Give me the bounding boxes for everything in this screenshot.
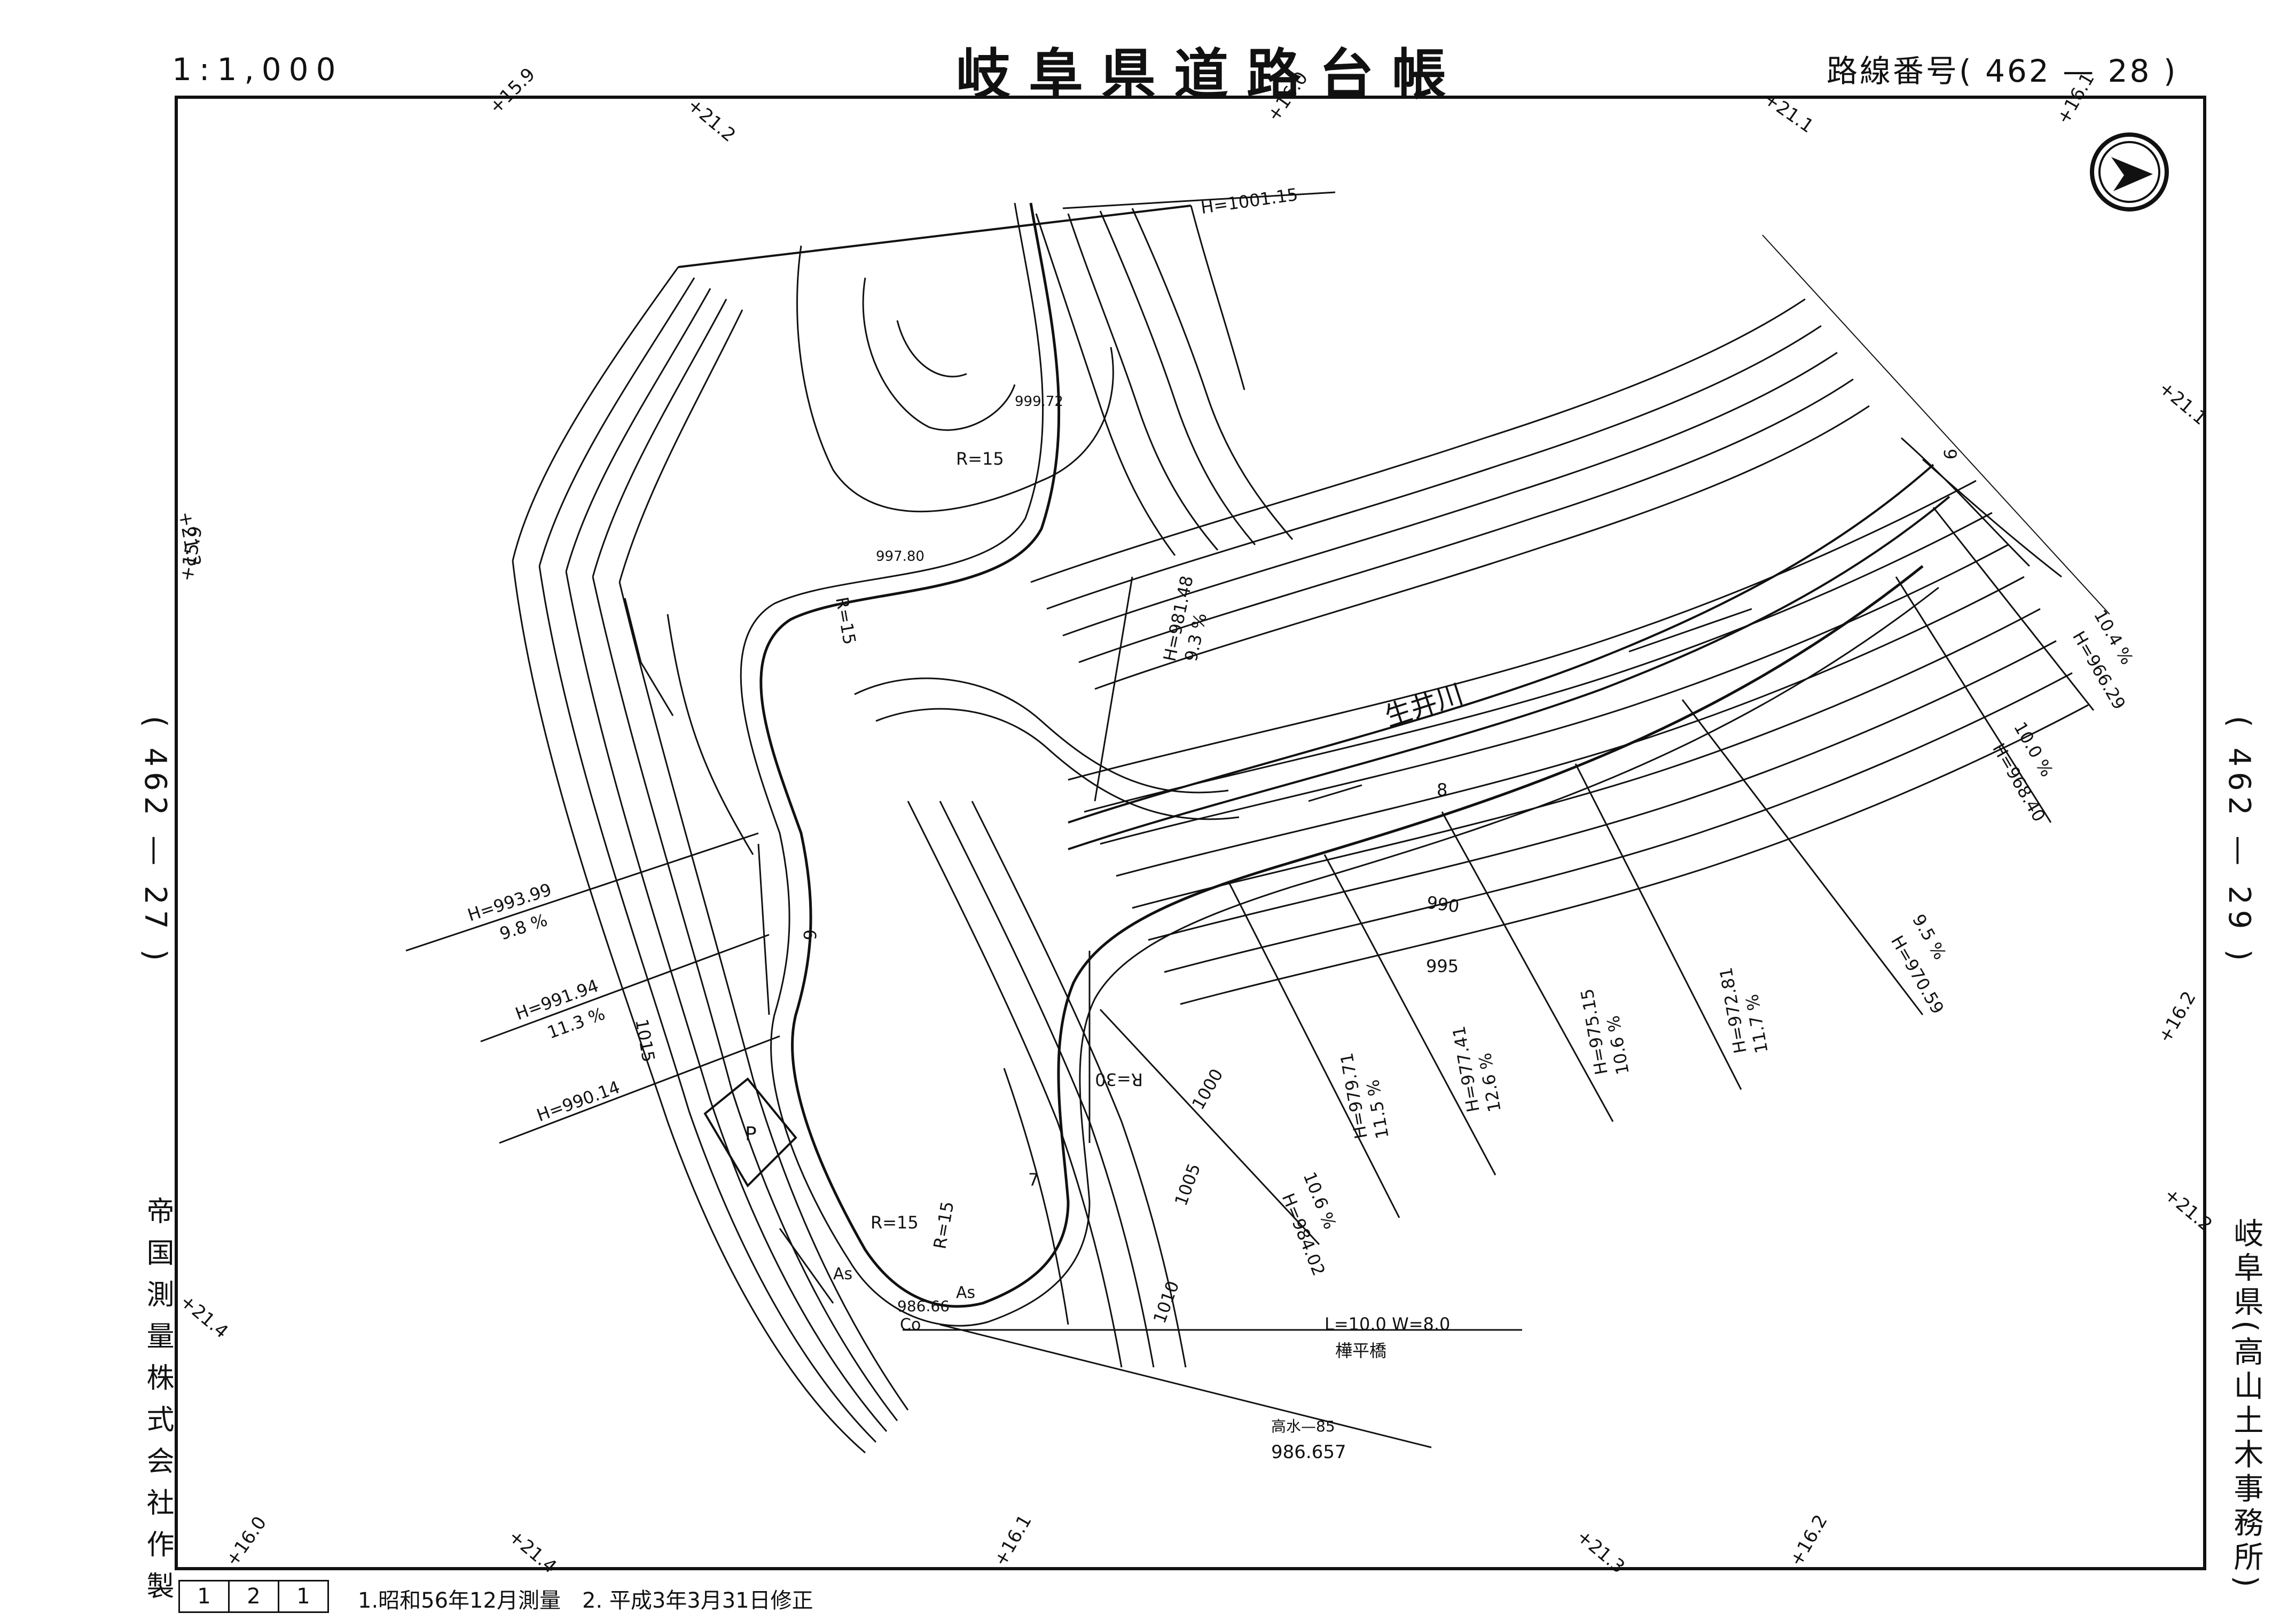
section-mark: 8 <box>1437 780 1447 800</box>
map-scale: 1:1,000 <box>172 51 343 88</box>
grid-label: +16.0 <box>222 1513 271 1570</box>
curve-radius: R=15 <box>956 449 1004 469</box>
parking-area: P <box>703 1077 797 1188</box>
sheet-index-box: 1 <box>279 1580 329 1613</box>
bridge-dimensions: L=10.0 W=8.0 <box>1325 1314 1450 1334</box>
right-sheet-reference[interactable]: ( 462 — 29 ) <box>2222 716 2256 967</box>
bridge-name: 樺平橋 <box>1335 1341 1386 1361</box>
curve-radius: R=15 <box>832 596 860 646</box>
map-frame <box>175 96 2206 1570</box>
flood-level-value: 986.657 <box>1271 1442 1346 1463</box>
river-label: 生井川 <box>1381 678 1467 733</box>
grid-label: +21.4 <box>176 1290 232 1343</box>
grid-label: +21.2 <box>2160 1184 2216 1236</box>
contour-label: 1010 <box>1149 1278 1184 1326</box>
section-mark: 9 <box>1940 449 1960 459</box>
issuing-office: 岐阜県(高山土木事務所) <box>2229 1218 2263 1592</box>
pavement-concrete: Co <box>900 1315 921 1334</box>
sheet-index-box: 2 <box>230 1580 279 1613</box>
contour-label: 995 <box>1426 956 1459 976</box>
parking-label: P <box>745 1123 757 1145</box>
section-mark: 7 <box>1028 1170 1039 1190</box>
section-mark: 6 <box>800 929 820 940</box>
spot-height: 999.72 <box>1015 394 1063 410</box>
spot-height: 997.80 <box>876 549 924 565</box>
contour-label: 990 <box>1425 892 1461 917</box>
grid-label: +16.2 <box>2154 988 2200 1046</box>
grid-label: +21.2 <box>683 94 740 146</box>
sheet-index-box: 1 <box>178 1580 230 1613</box>
gradient-height: H=1001.15 <box>1200 184 1299 218</box>
grid-label: +16.2 <box>1785 1511 1832 1570</box>
road-centerline <box>740 202 1939 1327</box>
contour-label: 1000 <box>1188 1065 1227 1113</box>
contour-label: 1005 <box>1171 1161 1205 1209</box>
grid-label: +15.9 <box>485 64 539 118</box>
map-annotations: H=1001.15 H=981.48 9.3 % H=993.99 9.8 % … <box>465 184 2137 1463</box>
gradient-percent: 9.8 % <box>497 910 550 944</box>
curve-radius: R=30 <box>1095 1069 1143 1090</box>
retaining-walls <box>624 598 1752 1304</box>
north-arrow-icon <box>2090 132 2169 212</box>
curve-radius: R=15 <box>871 1212 919 1233</box>
route-number: 路線番号( 462 — 28 ) <box>1827 53 2178 89</box>
sheet-index-boxes: 1 2 1 <box>178 1580 329 1613</box>
pavement-asphalt: As <box>833 1265 852 1283</box>
terrain-contours <box>512 205 2110 1454</box>
survey-notes: 1.昭和56年12月測量 2. 平成3年3月31日修正 <box>358 1588 813 1613</box>
river-banks <box>1068 464 1950 850</box>
curve-radius: R=15 <box>929 1200 958 1250</box>
gradient-leaders <box>405 191 2095 1448</box>
grid-label: +21.1 <box>2154 377 2211 429</box>
grid-label: +21.1 <box>1760 88 1817 138</box>
grid-labels: +15.9 +21.2 +16.0 +21.1 +16.1 +21.1 +21.… <box>174 64 2216 1577</box>
spot-height: 986.66 <box>897 1297 950 1315</box>
map-maker-credit: 帝国測量株式会社作製 <box>142 1196 174 1613</box>
contour-label: 1015 <box>631 1017 659 1064</box>
grid-label: +16.1 <box>990 1511 1036 1570</box>
left-sheet-reference[interactable]: ( 462 — 27 ) <box>138 716 173 967</box>
flood-level-label: 高水—85 <box>1271 1418 1335 1435</box>
pavement-asphalt: As <box>956 1283 975 1302</box>
